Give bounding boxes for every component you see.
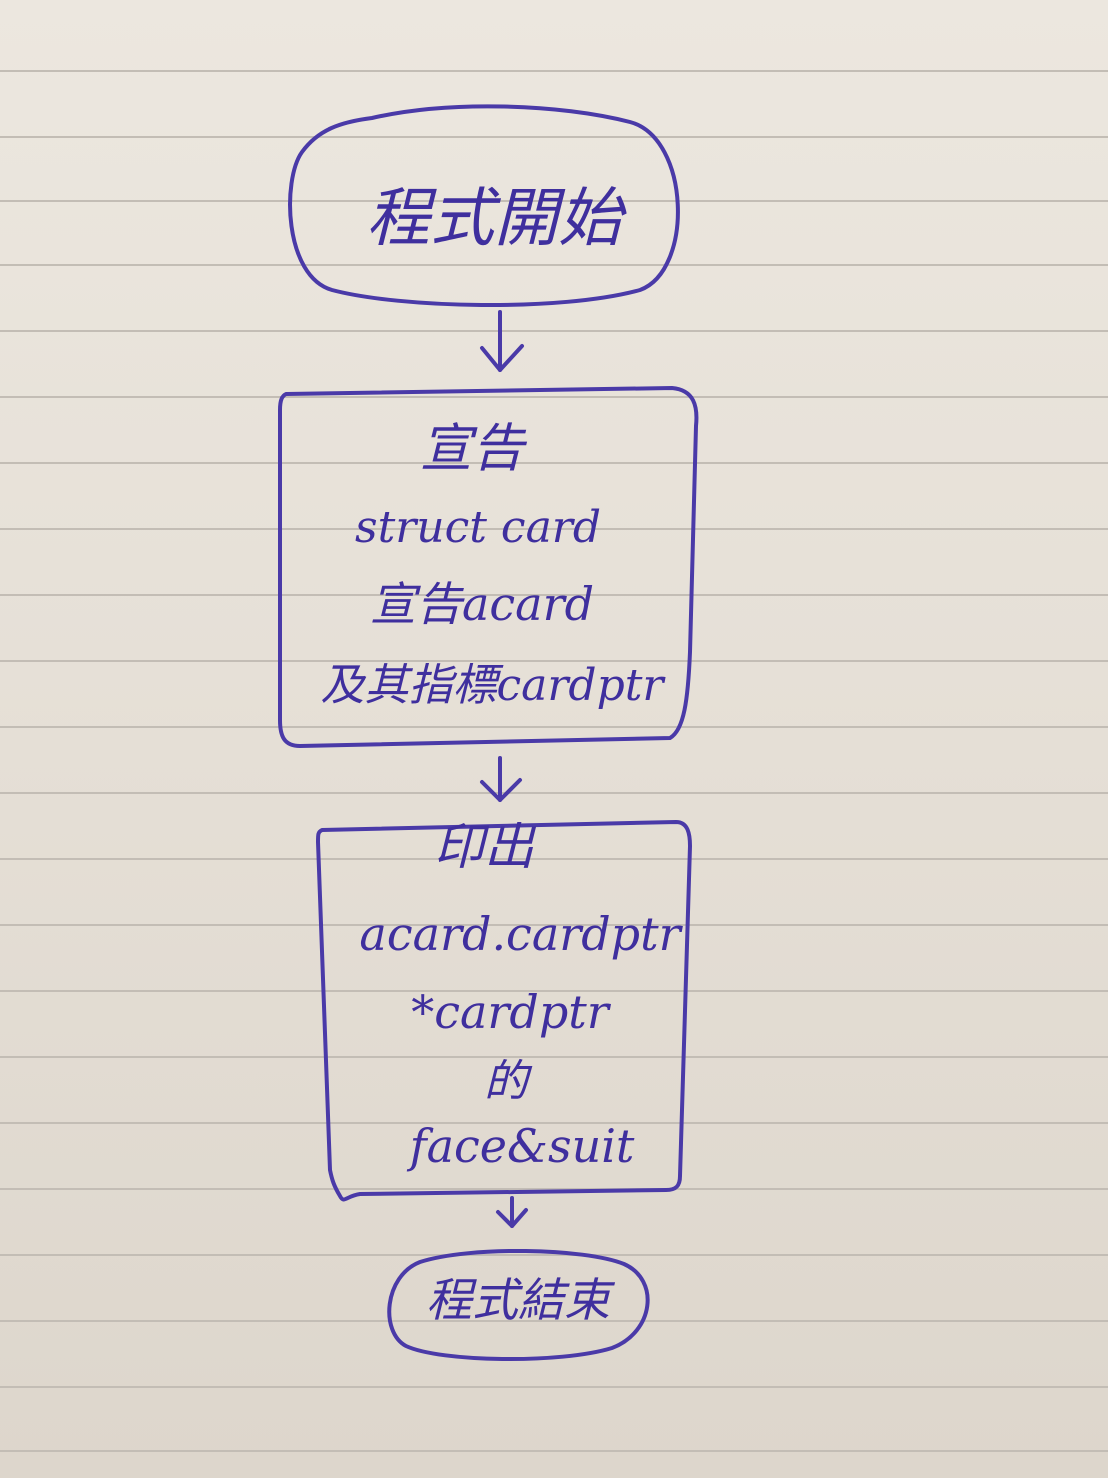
end-terminal-outline xyxy=(387,1248,650,1362)
ruled-line xyxy=(0,594,1108,596)
ruled-line xyxy=(0,264,1108,266)
declare-line: 宣告acard xyxy=(370,577,594,631)
end-terminal: 程式結束 xyxy=(387,1248,650,1362)
ruled-line xyxy=(0,726,1108,728)
ruled-line xyxy=(0,330,1108,332)
ruled-line xyxy=(0,1056,1108,1058)
ruled-line xyxy=(0,396,1108,398)
start-terminal: 程式開始 xyxy=(288,104,680,307)
ruled-line xyxy=(0,200,1108,202)
ruled-line xyxy=(0,1450,1108,1452)
start-label: 程式開始 xyxy=(366,182,627,256)
ruled-line xyxy=(0,528,1108,530)
ruled-line xyxy=(0,1188,1108,1190)
print-line: face&suit xyxy=(407,1119,635,1173)
ruled-line xyxy=(0,462,1108,464)
print-box-outline xyxy=(316,820,692,1202)
ruled-line xyxy=(0,136,1108,138)
ruled-line xyxy=(0,70,1108,72)
ruled-line xyxy=(0,858,1108,860)
print-box: 印出 acard.cardptr *cardptr 的 face&suit xyxy=(316,818,692,1202)
arrow-declare-to-print xyxy=(480,756,522,802)
print-line: *cardptr xyxy=(411,985,612,1039)
print-line: acard.cardptr xyxy=(359,907,683,961)
start-terminal-outline xyxy=(288,104,680,307)
declare-box: 宣告 struct card 宣告acard 及其指標cardptr xyxy=(278,386,699,748)
declare-line: struct card xyxy=(355,502,601,553)
ruled-line xyxy=(0,924,1108,926)
ruled-line xyxy=(0,792,1108,794)
print-line: 的 xyxy=(484,1056,533,1107)
ruled-line xyxy=(0,1122,1108,1124)
print-title: 印出 xyxy=(434,818,537,876)
arrow-start-to-declare xyxy=(480,310,524,372)
ruled-line xyxy=(0,660,1108,662)
ruled-line xyxy=(0,1386,1108,1388)
arrow-print-to-end xyxy=(496,1196,528,1228)
ruled-line xyxy=(0,990,1108,992)
declare-box-outline xyxy=(278,386,699,748)
declare-title: 宣告 xyxy=(420,419,528,479)
declare-line: 及其指標cardptr xyxy=(321,660,667,711)
ruled-line xyxy=(0,1254,1108,1256)
ruled-line xyxy=(0,1320,1108,1322)
end-label: 程式結束 xyxy=(426,1273,616,1327)
